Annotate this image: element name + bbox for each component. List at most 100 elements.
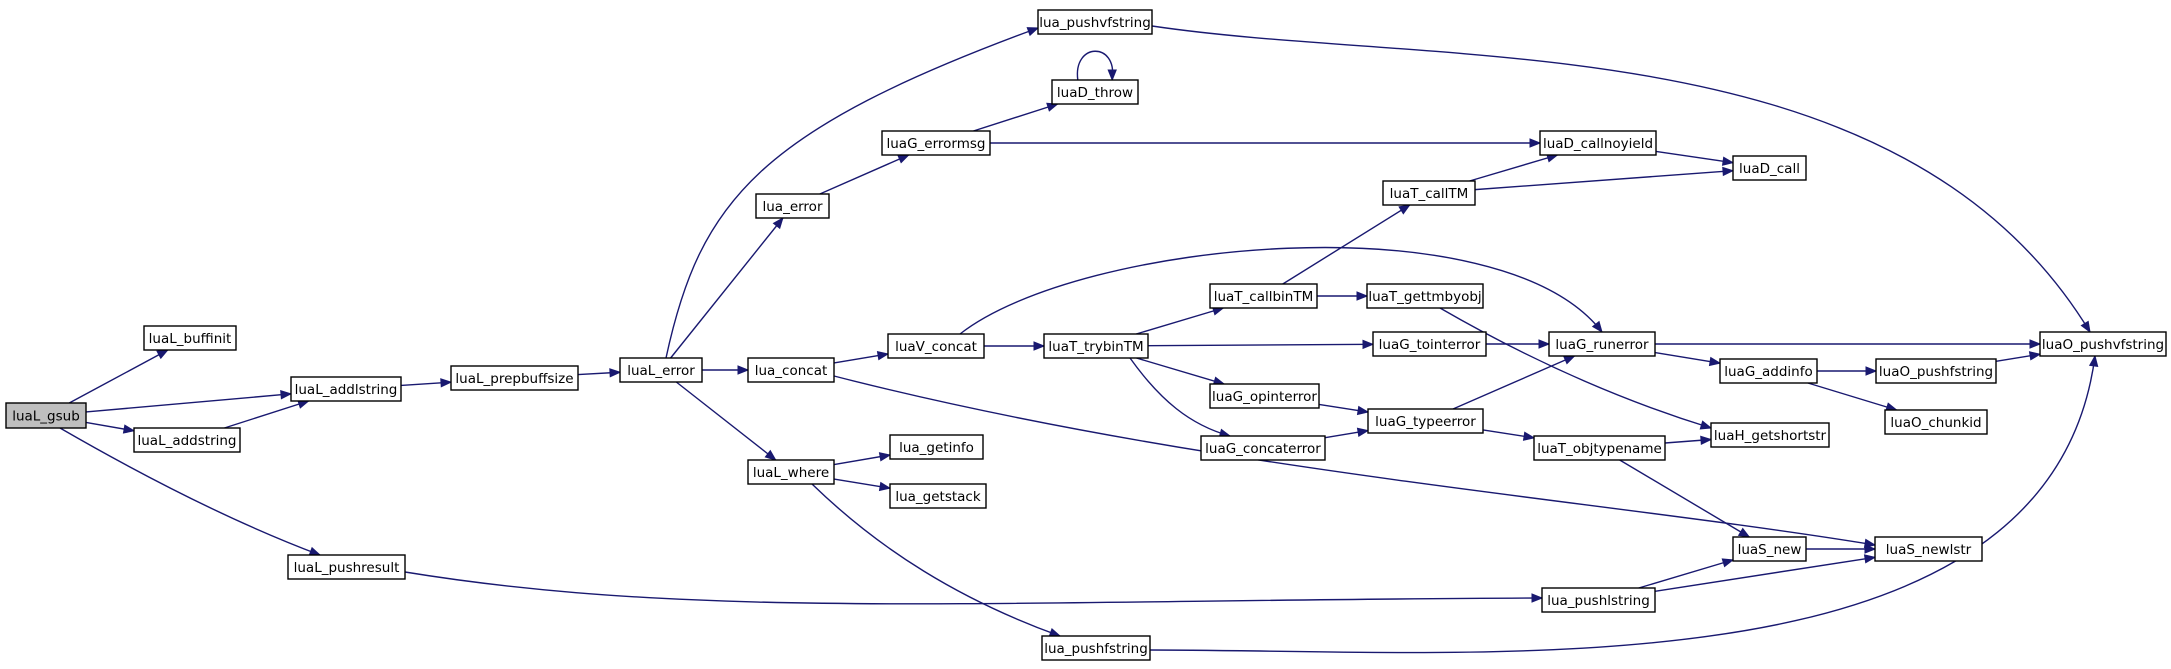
node-luaT_callbinTM[interactable]: luaT_callbinTM [1209,283,1318,309]
node-lua_pushvfstring[interactable]: lua_pushvfstring [1037,9,1153,35]
node-luaL_pushresult[interactable]: luaL_pushresult [287,554,406,580]
node-luaL_gsub[interactable]: luaL_gsub [5,402,87,429]
edge-luaD_throw-to-luaD_throw [1076,50,1114,81]
edge-arrowhead-luaG_runerror-to-luaG_addinfo [1708,356,1722,367]
edge-arrowhead-luaV_concat-to-luaT_trybinTM [1033,341,1046,351]
edge-lua_pushfstring-to-luaO_pushvfstring [1149,355,2096,654]
node-box-luaD_callnoyield [1539,130,1657,156]
edge-arrowhead-lua_pushvfstring-to-luaO_pushvfstring [2080,320,2091,334]
edge-arrowhead-luaL_pushresult-to-lua_pushlstring [1531,593,1544,603]
node-luaG_addinfo[interactable]: luaG_addinfo [1719,358,1818,384]
call-graph-edges [59,25,2099,654]
node-lua_pushlstring[interactable]: lua_pushlstring [1541,587,1656,613]
node-luaH_getshortstr[interactable]: luaH_getshortstr [1710,422,1830,448]
node-label-luaL_addstring: luaL_addstring [137,433,236,449]
node-box-luaO_chunkid [1884,409,1988,435]
edge-arrowhead-luaG_addinfo-to-luaO_pushfstring [1865,366,1878,376]
node-luaL_buffinit[interactable]: luaL_buffinit [143,325,237,351]
edge-arrowhead-luaL_gsub-to-luaL_addstring [122,424,136,434]
edge-arrowhead-luaL_prepbuffsize-to-luaL_error [609,368,622,378]
edge-arrowhead-luaL_error-to-lua_pushvfstring [1026,27,1040,37]
node-lua_getstack[interactable]: lua_getstack [889,483,987,509]
edge-luaL_addstring-to-luaL_addlstring [224,400,309,429]
node-luaL_where[interactable]: luaL_where [747,459,835,485]
node-label-luaG_errormsg: luaG_errormsg [887,136,986,152]
edge-arrowhead-luaL_error-to-lua_error [772,216,784,230]
node-luaT_objtypename[interactable]: luaT_objtypename [1533,435,1666,461]
edge-arrowhead-luaT_gettmbyobj-to-luaH_getshortstr [1699,420,1713,430]
node-box-luaD_call [1732,155,1807,181]
node-label-luaG_tointerror: luaG_tointerror [1379,337,1481,353]
node-label-luaL_error: luaL_error [627,363,695,379]
edge-luaL_pushresult-to-lua_pushlstring [404,571,1543,605]
node-box-luaD_throw [1051,79,1139,105]
edge-luaT_gettmbyobj-to-luaH_getshortstr [1439,307,1712,429]
node-label-luaD_callnoyield: luaD_callnoyield [1543,136,1653,152]
node-label-lua_getstack: lua_getstack [895,489,981,505]
edge-arrowhead-luaT_callTM-to-luaD_call [1722,166,1735,177]
edge-arrowhead-lua_pushlstring-to-luaS_newlstr [1863,554,1877,564]
node-label-luaH_getshortstr: luaH_getshortstr [1714,428,1827,444]
node-luaL_prepbuffsize[interactable]: luaL_prepbuffsize [450,365,579,391]
edge-arrowhead-luaV_concat-to-luaG_runerror [1591,320,1603,334]
node-luaO_pushfstring[interactable]: luaO_pushfstring [1875,358,1997,384]
node-luaL_addlstring[interactable]: luaL_addlstring [290,376,402,402]
node-luaV_concat[interactable]: luaV_concat [887,333,985,359]
node-luaO_pushvfstring[interactable]: luaO_pushvfstring [2039,331,2167,357]
node-luaT_gettmbyobj[interactable]: luaT_gettmbyobj [1366,283,1484,309]
node-label-luaG_typeerror: luaG_typeerror [1375,414,1476,430]
node-box-luaG_addinfo [1719,358,1818,384]
node-luaL_error[interactable]: luaL_error [619,357,703,383]
node-luaT_trybinTM[interactable]: luaT_trybinTM [1043,333,1149,359]
node-box-luaL_pushresult [287,554,406,580]
node-luaG_runerror[interactable]: luaG_runerror [1548,331,1656,357]
edge-arrowhead-luaS_new-to-luaS_newlstr [1864,544,1877,554]
edge-arrowhead-luaG_errormsg-to-luaD_callnoyield [1529,138,1542,148]
edge-luaT_callTM-to-luaD_callnoyield [1469,154,1558,182]
node-label-luaD_throw: luaD_throw [1057,85,1133,101]
node-luaS_newlstr[interactable]: luaS_newlstr [1874,536,1983,562]
node-box-lua_pushfstring [1041,635,1151,661]
edge-arrowhead-luaO_pushfstring-to-luaO_pushvfstring [2028,351,2042,361]
node-label-lua_concat: lua_concat [755,363,828,379]
edge-arrowhead-lua_pushfstring-to-luaO_pushvfstring [2088,354,2099,368]
edge-arrowhead-luaL_where-to-lua_pushfstring [1048,627,1062,637]
edge-arrowhead-luaG_runerror-to-luaO_pushvfstring [2029,339,2042,349]
edge-luaL_error-to-lua_error [670,217,784,359]
edge-arrowhead-luaG_typeerror-to-luaT_objtypename [1522,431,1536,441]
node-label-luaG_runerror: luaG_runerror [1555,337,1649,353]
edge-luaL_gsub-to-luaL_pushresult [59,427,321,556]
node-box-luaG_opinterror [1209,383,1320,409]
edge-lua_pushlstring-to-luaS_new [1638,559,1734,589]
node-box-luaL_prepbuffsize [450,365,579,391]
node-luaD_call[interactable]: luaD_call [1732,155,1807,181]
node-luaD_callnoyield[interactable]: luaD_callnoyield [1539,130,1657,156]
node-box-luaL_buffinit [143,325,237,351]
node-luaD_throw[interactable]: luaD_throw [1051,79,1139,105]
node-lua_error[interactable]: lua_error [755,193,830,219]
node-label-luaO_pushvfstring: luaO_pushvfstring [2042,337,2164,353]
node-label-luaL_addlstring: luaL_addlstring [295,382,398,398]
edge-luaT_trybinTM-to-luaG_concaterror [1129,357,1231,437]
edge-arrowhead-luaT_trybinTM-to-luaG_tointerror [1362,339,1375,350]
node-label-luaT_trybinTM: luaT_trybinTM [1048,339,1143,355]
node-luaG_errormsg[interactable]: luaG_errormsg [881,130,991,156]
node-luaT_callTM[interactable]: luaT_callTM [1382,180,1476,206]
node-lua_concat[interactable]: lua_concat [747,357,835,383]
edge-luaL_gsub-to-luaL_buffinit [68,349,169,404]
node-luaG_typeerror[interactable]: luaG_typeerror [1367,408,1484,434]
node-label-luaD_call: luaD_call [1739,161,1800,177]
node-luaG_concaterror[interactable]: luaG_concaterror [1200,435,1326,461]
node-box-luaT_callTM [1382,180,1476,206]
node-luaG_opinterror[interactable]: luaG_opinterror [1209,383,1320,409]
node-luaG_tointerror[interactable]: luaG_tointerror [1372,331,1487,357]
node-luaO_chunkid[interactable]: luaO_chunkid [1884,409,1988,435]
node-box-luaH_getshortstr [1710,422,1830,448]
node-lua_pushfstring[interactable]: lua_pushfstring [1041,635,1151,661]
node-lua_getinfo[interactable]: lua_getinfo [889,434,984,460]
node-box-luaO_pushfstring [1875,358,1997,384]
node-luaS_new[interactable]: luaS_new [1732,536,1807,562]
edge-luaT_trybinTM-to-luaG_tointerror [1147,343,1374,347]
node-label-luaT_gettmbyobj: luaT_gettmbyobj [1368,289,1481,305]
node-luaL_addstring[interactable]: luaL_addstring [133,427,241,453]
